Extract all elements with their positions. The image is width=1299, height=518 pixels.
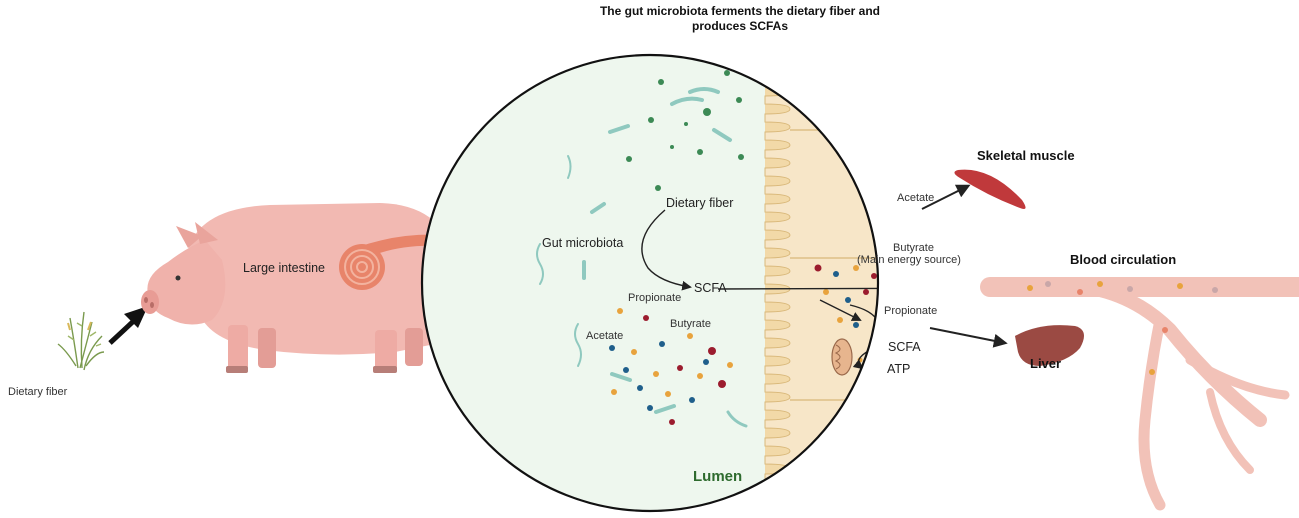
magnified-gut-view xyxy=(422,55,878,511)
label-scfa-cell: SCFA xyxy=(888,340,921,354)
label-acetate-cell: Acetate xyxy=(897,192,935,204)
label-large-intestine: Large intestine xyxy=(243,261,326,275)
label-propionate-cell: Propionate xyxy=(884,305,938,317)
label-dietary-fiber-circle: Dietary fiber xyxy=(666,196,734,210)
label-butyrate-lumen: Butyrate xyxy=(670,318,711,330)
epithelium-villi xyxy=(764,55,791,511)
large-intestine-illustration xyxy=(339,234,446,290)
diagram-title: The gut microbiota ferments the dietary … xyxy=(599,4,881,33)
dietary-fiber-plant xyxy=(57,311,105,371)
label-atp: ATP xyxy=(887,362,911,376)
label-acetate-lumen: Acetate xyxy=(586,330,624,342)
bacteria-group xyxy=(536,87,748,428)
label-liver: Liver xyxy=(1030,356,1062,371)
inner-arrows xyxy=(641,209,878,370)
label-main-energy-source: (Main energy source) xyxy=(857,254,961,266)
label-scfa-center: SCFA xyxy=(694,281,727,295)
label-propionate-lumen: Propionate xyxy=(628,292,682,304)
label-blood-circulation: Blood circulation xyxy=(1070,252,1177,267)
mitochondrion xyxy=(831,338,853,376)
label-skeletal-muscle: Skeletal muscle xyxy=(977,148,1075,163)
label-gut-microbiota: Gut microbiota xyxy=(542,236,624,250)
blood-scfa-dots xyxy=(1027,281,1218,375)
label-butyrate-cell: Butyrate xyxy=(893,242,934,254)
liver-illustration xyxy=(1015,325,1084,366)
arrow-fiber-to-pig xyxy=(108,306,148,345)
skeletal-muscle-illustration xyxy=(954,169,1026,209)
fiber-dots xyxy=(626,70,744,191)
blood-vessel xyxy=(980,277,1299,511)
organ-arrows xyxy=(921,184,1008,348)
scfa-dots-lumen xyxy=(609,308,733,425)
label-lumen: Lumen xyxy=(693,468,743,485)
magnified-circle-border xyxy=(420,53,880,513)
label-dietary-fiber-left: Dietary fiber xyxy=(8,386,68,398)
pig-illustration xyxy=(141,203,467,373)
atp-icon xyxy=(867,362,878,375)
